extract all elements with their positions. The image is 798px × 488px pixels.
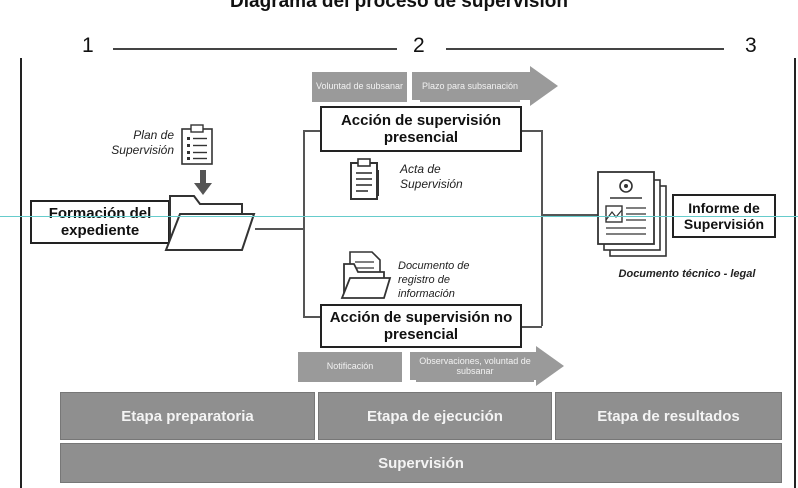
step-connector-1 bbox=[113, 48, 397, 50]
stage-preparatoria: Etapa preparatoria bbox=[60, 392, 315, 440]
clipboard-icon bbox=[350, 158, 379, 200]
documento-tecnico-label: Documento técnico - legal bbox=[618, 268, 756, 280]
tag-plazo-subsanacion: Plazo para subsanación bbox=[420, 72, 520, 102]
supervision-bar: Supervisión bbox=[60, 443, 782, 483]
step-connector-2 bbox=[446, 48, 724, 50]
clipboard-checklist-icon bbox=[181, 124, 213, 165]
accion-presencial-box: Acción de supervisión presencial bbox=[320, 106, 522, 152]
step-number-1: 1 bbox=[82, 34, 94, 57]
stage-ejecucion: Etapa de ejecución bbox=[318, 392, 552, 440]
report-document-icon bbox=[597, 171, 667, 257]
connector-expediente bbox=[255, 228, 303, 230]
acta-label: Acta de Supervisión bbox=[400, 162, 463, 191]
folder-icon bbox=[164, 195, 256, 251]
bracket-right bbox=[541, 130, 543, 326]
connector-informe bbox=[542, 214, 598, 216]
bracket-top-right bbox=[520, 130, 542, 132]
accion-no-presencial-box: Acción de supervisión no presencial bbox=[320, 304, 522, 348]
plan-label: Plan de Supervisión bbox=[111, 128, 174, 157]
bracket-left bbox=[303, 130, 305, 316]
step-number-2: 2 bbox=[413, 34, 425, 57]
stage-resultados: Etapa de resultados bbox=[555, 392, 782, 440]
documento-registro-label: Documento de registro de información bbox=[398, 260, 470, 300]
step-number-3: 3 bbox=[745, 34, 757, 57]
down-arrow-icon bbox=[194, 170, 212, 195]
formacion-expediente-box: Formación del expediente bbox=[30, 200, 170, 244]
document-folder-icon bbox=[340, 251, 392, 299]
tag-observaciones: Observaciones, voluntad de subsanar bbox=[416, 352, 534, 382]
bracket-bottom-left bbox=[303, 316, 323, 318]
bracket-top-left bbox=[303, 130, 323, 132]
tag-voluntad-subsanar: Voluntad de subsanar bbox=[312, 72, 407, 102]
scan-line bbox=[0, 216, 798, 217]
diagram-frame bbox=[20, 58, 796, 488]
tag-notificacion: Notificación bbox=[298, 352, 402, 382]
page-title: Diagrama del proceso de supervisión bbox=[230, 0, 568, 12]
bracket-bottom-right bbox=[520, 326, 542, 328]
